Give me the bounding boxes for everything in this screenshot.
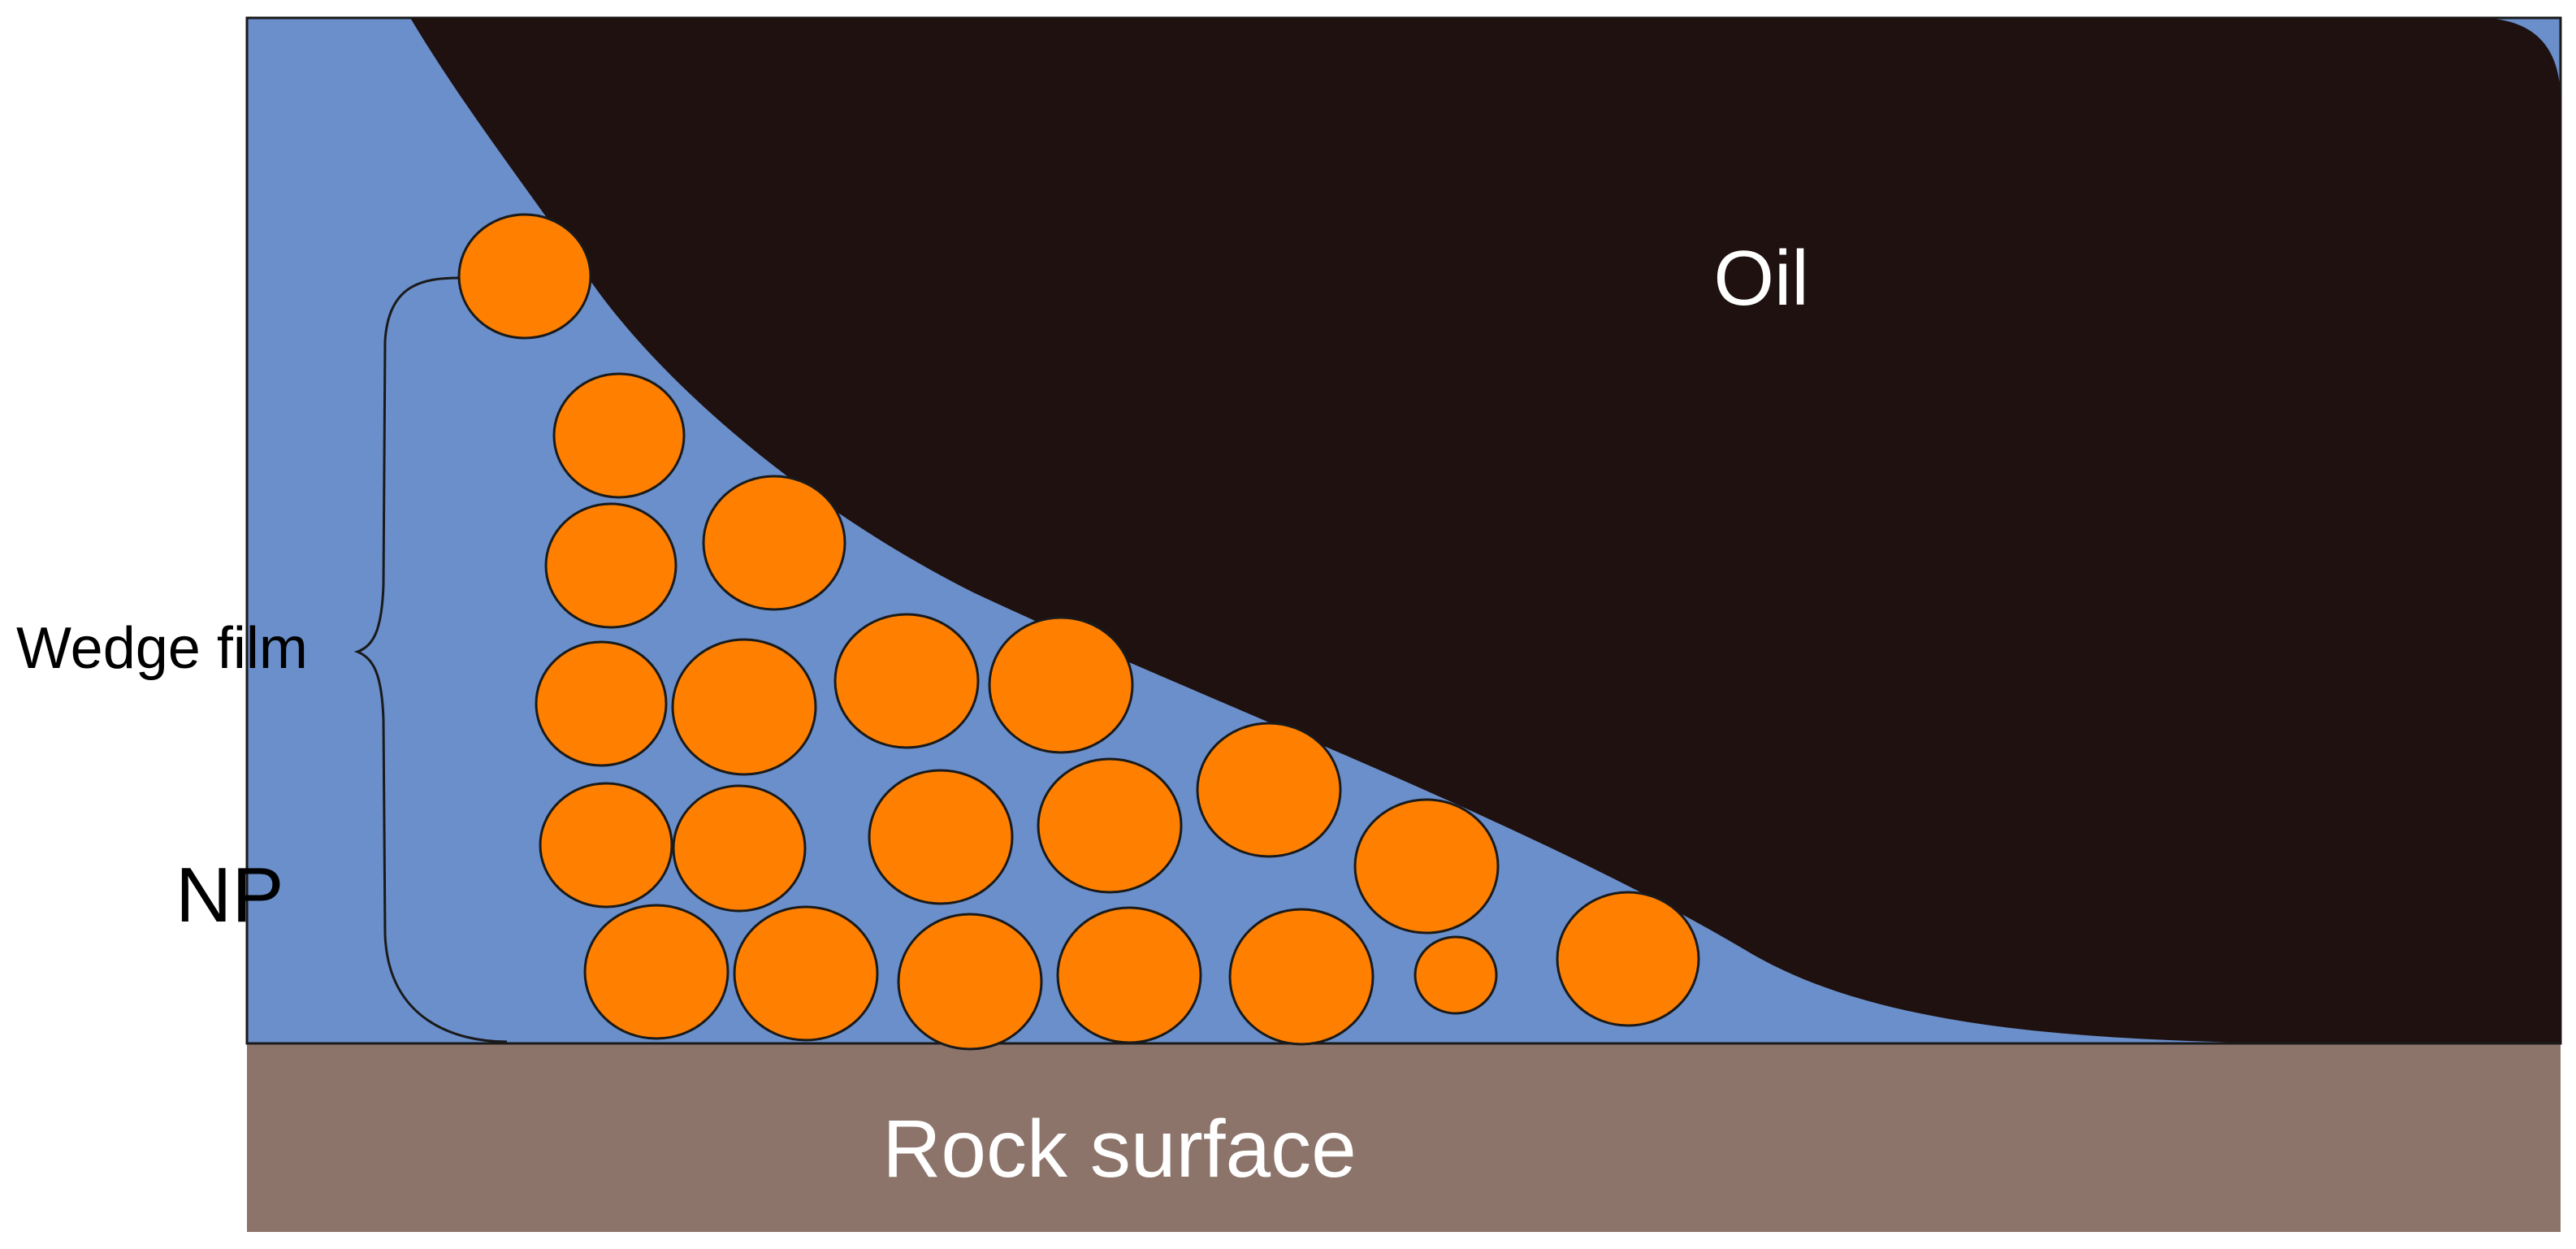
nanoparticle [988,616,1134,754]
nanoparticle [552,372,686,499]
nanoparticle [1414,935,1498,1015]
nanoparticle [539,782,673,909]
nanoparticle [544,502,678,629]
nanoparticle [535,640,668,767]
nanoparticle [1556,891,1700,1027]
nanoparticle [733,905,879,1042]
nanoparticle [583,904,730,1040]
wedge-film-brace [353,276,508,1043]
np-label: NP [175,852,284,939]
nanoparticle [1228,908,1375,1046]
nanoparticle [868,769,1014,905]
nanoparticle [671,638,817,776]
nanoparticle [1353,798,1500,935]
rock-surface [247,1043,2561,1232]
nanoparticle [897,913,1043,1051]
oil-label: Oil [1713,235,1808,322]
nanoparticle [1037,757,1183,894]
oil-phase [410,18,2561,1043]
nanoparticle [1056,906,1202,1044]
nanoparticle [702,475,846,611]
rock-surface-label: Rock surface [882,1104,1357,1195]
nanoparticle [833,613,980,749]
nanoparticle-group [457,213,1700,1051]
wedge-film-label: Wedge film [16,616,308,681]
nanoparticle [457,213,592,340]
nanoparticle [672,784,807,913]
nanoparticle [1196,722,1342,858]
